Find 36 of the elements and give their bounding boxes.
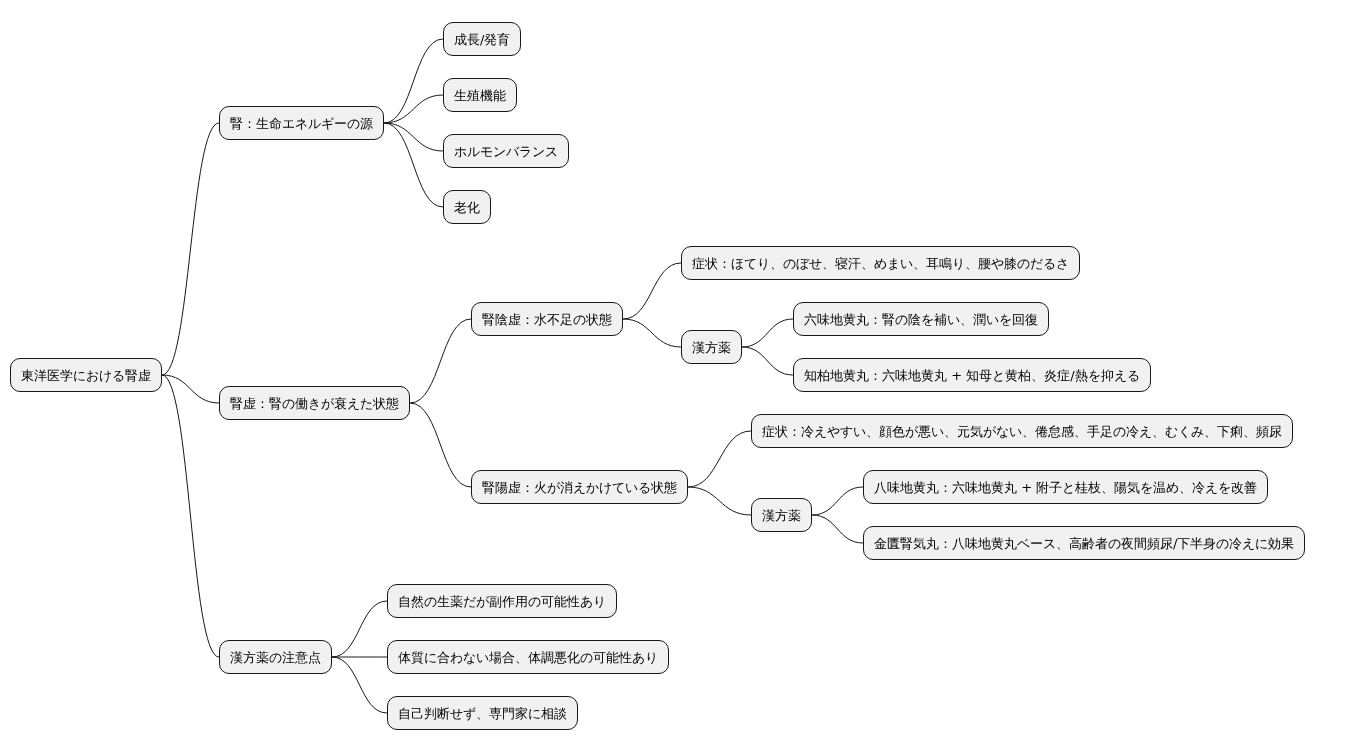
connector-line bbox=[383, 122, 444, 152]
topic-box: 体質に合わない場合、体調悪化の可能性あり bbox=[387, 640, 669, 674]
connector-line bbox=[409, 318, 472, 404]
topic-box: 症状：ほてり、のぼせ、寝汗、めまい、耳鳴り、腰や膝のだるさ bbox=[681, 246, 1080, 280]
topic-box: 腎陰虚：水不足の状態 bbox=[471, 302, 623, 336]
connector-line bbox=[161, 122, 220, 376]
connector-line bbox=[811, 486, 864, 516]
connector-line bbox=[409, 402, 472, 488]
topic-box: 漢方薬 bbox=[751, 498, 812, 532]
topic-box: 腎陽虚：火が消えかけている状態 bbox=[471, 470, 688, 504]
connector-line bbox=[331, 656, 388, 714]
connector-line bbox=[741, 346, 794, 376]
topic-box: 自然の生薬だが副作用の可能性あり bbox=[387, 584, 617, 618]
topic-box: 腎虚：腎の働きが衰えた状態 bbox=[219, 386, 410, 420]
connector-line bbox=[161, 374, 220, 658]
topic-box: ホルモンバランス bbox=[443, 134, 569, 168]
topic-box: 六味地黄丸：腎の陰を補い、潤いを回復 bbox=[793, 302, 1049, 336]
connector-line bbox=[622, 318, 682, 348]
topic-box: 自己判断せず、専門家に相談 bbox=[387, 696, 578, 730]
topic-box: 生殖機能 bbox=[443, 78, 517, 112]
topic-box: 老化 bbox=[443, 190, 491, 224]
connector-line bbox=[161, 374, 220, 404]
connector-line bbox=[331, 656, 388, 658]
topic-box: 八味地黄丸：六味地黄丸 + 附子と桂枝、陽気を温め、冷えを改善 bbox=[863, 470, 1269, 504]
connector-line bbox=[741, 318, 794, 348]
topic-box: 金匱腎気丸：八味地黄丸ベース、高齢者の夜間頻尿/下半身の冷えに効果 bbox=[863, 526, 1306, 560]
topic-box: 知柏地黄丸：六味地黄丸 + 知母と黄柏、炎症/熱を抑える bbox=[793, 358, 1151, 392]
connector-line bbox=[811, 514, 864, 544]
connector-line bbox=[687, 486, 752, 516]
topic-box: 成長/発育 bbox=[443, 22, 522, 56]
topic-box: 腎：生命エネルギーの源 bbox=[219, 106, 384, 140]
topic-box: 東洋医学における腎虚 bbox=[10, 358, 162, 392]
topic-box: 漢方薬 bbox=[681, 330, 742, 364]
topic-box: 漢方薬の注意点 bbox=[219, 640, 332, 674]
topic-box: 症状：冷えやすい、顔色が悪い、元気がない、倦怠感、手足の冷え、むくみ、下痢、頻尿 bbox=[751, 414, 1293, 448]
connector-line bbox=[383, 122, 444, 208]
